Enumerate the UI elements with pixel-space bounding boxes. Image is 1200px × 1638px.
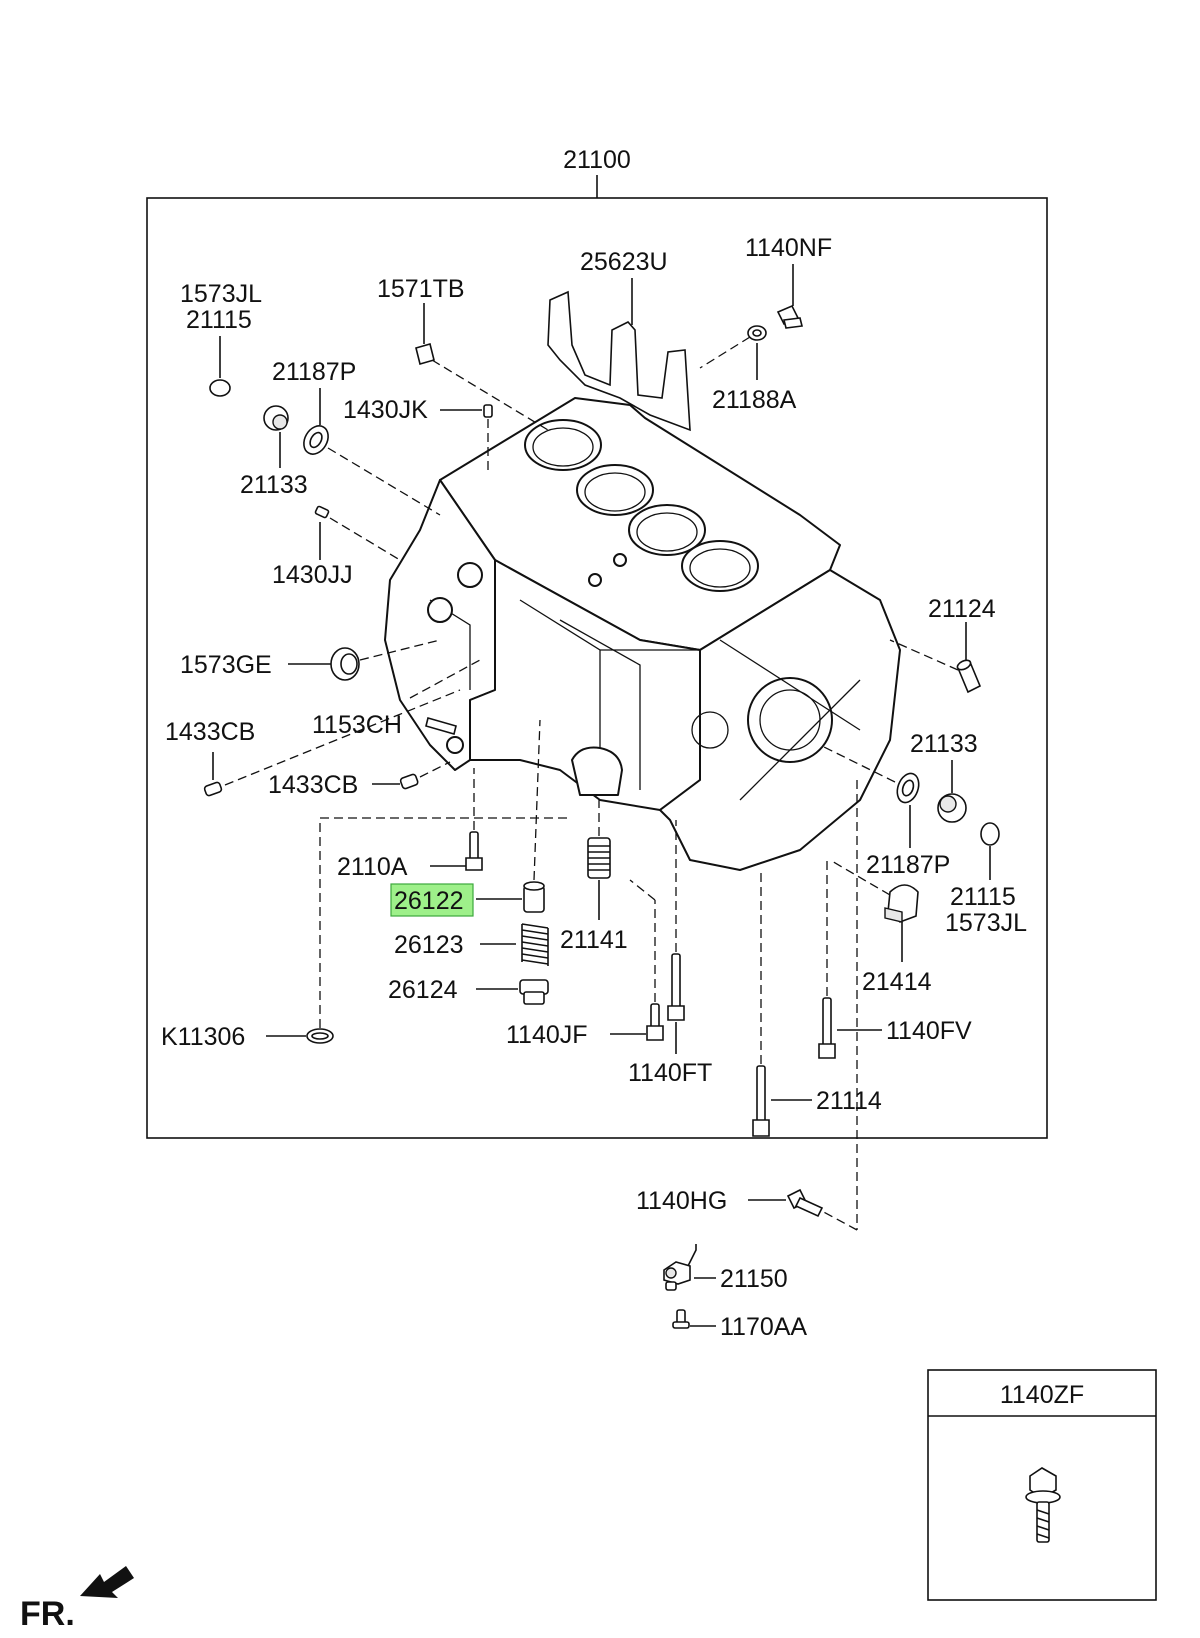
callout-1571TB[interactable]: 1571TB bbox=[377, 275, 465, 303]
bolt-1170AA-icon[interactable] bbox=[672, 1309, 690, 1329]
callout-1573JL-a[interactable]: 1573JL bbox=[180, 280, 262, 308]
dowel-1433CB-a-icon[interactable] bbox=[203, 781, 223, 797]
plug-1571TB-icon[interactable] bbox=[415, 343, 435, 365]
callout-1140JF[interactable]: 1140JF bbox=[506, 1021, 588, 1049]
plug-21115-b-icon[interactable] bbox=[980, 822, 1000, 846]
callout-1433CB-a[interactable]: 1433CB bbox=[165, 718, 255, 746]
callout-1170AA[interactable]: 1170AA bbox=[720, 1313, 807, 1341]
stud-1153CH-icon[interactable] bbox=[425, 717, 457, 735]
callout-21115-b[interactable]: 21115 bbox=[950, 883, 1016, 911]
callout-1433CB-b[interactable]: 1433CB bbox=[268, 771, 358, 799]
callout-21150[interactable]: 21150 bbox=[720, 1265, 788, 1293]
callout-1140HG[interactable]: 1140HG bbox=[636, 1187, 727, 1215]
cover-plate-25623U[interactable] bbox=[547, 290, 691, 432]
bolt-1140JF-icon[interactable] bbox=[646, 1003, 664, 1041]
plunger-26122-icon[interactable] bbox=[523, 881, 545, 913]
plug-21133-b-icon[interactable] bbox=[937, 793, 967, 823]
plug-21115-a-icon[interactable] bbox=[209, 379, 231, 397]
callout-21187P-a[interactable]: 21187P bbox=[272, 358, 356, 386]
callout-21141[interactable]: 21141 bbox=[560, 926, 628, 954]
callout-1153CH[interactable]: 1153CH bbox=[312, 711, 402, 739]
callout-21114[interactable]: 21114 bbox=[816, 1087, 882, 1115]
oring-K11306-icon[interactable] bbox=[306, 1028, 334, 1044]
dowel-21124-icon[interactable] bbox=[956, 658, 982, 694]
callout-21414[interactable]: 21414 bbox=[862, 968, 932, 996]
sensor-21150-icon[interactable] bbox=[663, 1244, 697, 1291]
main-part-label[interactable]: 21100 bbox=[563, 146, 631, 174]
front-direction-indicator: FR. bbox=[20, 1566, 134, 1633]
plug-21133-a-icon[interactable] bbox=[263, 405, 289, 431]
washer-21188A-icon[interactable] bbox=[747, 325, 767, 341]
callout-1573JL-b[interactable]: 1573JL bbox=[945, 909, 1027, 937]
callout-21124[interactable]: 21124 bbox=[928, 595, 996, 623]
bracket-21414-icon[interactable] bbox=[884, 884, 919, 923]
dowel-1430JK-icon[interactable] bbox=[483, 404, 493, 418]
callout-2110A[interactable]: 2110A bbox=[337, 853, 408, 881]
front-arrow-icon bbox=[80, 1566, 134, 1598]
callout-21115-a[interactable]: 21115 bbox=[186, 306, 252, 334]
bolt-1140FV-icon[interactable] bbox=[818, 997, 836, 1059]
plug-26124-icon[interactable] bbox=[519, 979, 549, 1005]
washer-21187P-b-icon[interactable] bbox=[893, 770, 922, 805]
bolt-2110A-icon[interactable] bbox=[465, 831, 483, 871]
front-label: FR. bbox=[20, 1595, 75, 1633]
inset-title[interactable]: 1140ZF bbox=[1000, 1381, 1084, 1409]
bolt-21114-icon[interactable] bbox=[752, 1065, 770, 1137]
callout-K11306[interactable]: K11306 bbox=[161, 1023, 245, 1051]
dowel-1430JJ-icon[interactable] bbox=[314, 505, 330, 519]
bolt-1140ZF-icon[interactable] bbox=[1025, 1467, 1061, 1543]
cylinder-block bbox=[384, 397, 901, 871]
highlight-26122 bbox=[390, 883, 474, 917]
callout-1573GE[interactable]: 1573GE bbox=[180, 651, 272, 679]
inset-1140ZF: 1140ZF bbox=[927, 1369, 1157, 1601]
washer-21187P-a-icon[interactable] bbox=[299, 422, 333, 459]
callout-21187P-b[interactable]: 21187P bbox=[866, 851, 950, 879]
bolt-1140FT-icon[interactable] bbox=[667, 953, 685, 1021]
callout-26122[interactable]: 26122 bbox=[394, 887, 464, 915]
callout-26124[interactable]: 26124 bbox=[388, 976, 458, 1004]
callout-21188A[interactable]: 21188A bbox=[712, 386, 797, 414]
callout-1140NF[interactable]: 1140NF bbox=[745, 234, 832, 262]
seal-1573GE-icon[interactable] bbox=[330, 647, 360, 681]
bolt-1140HG-icon[interactable] bbox=[786, 1188, 824, 1218]
callout-21133-a[interactable]: 21133 bbox=[240, 471, 308, 499]
fitting-21141-icon[interactable] bbox=[587, 837, 611, 879]
spring-26123-icon[interactable] bbox=[521, 923, 549, 966]
callout-26123[interactable]: 26123 bbox=[394, 931, 464, 959]
callout-1140FV[interactable]: 1140FV bbox=[886, 1017, 972, 1045]
bolt-1140NF-icon[interactable] bbox=[776, 304, 803, 329]
callout-1430JJ[interactable]: 1430JJ bbox=[272, 561, 353, 589]
dowel-1433CB-b-icon[interactable] bbox=[399, 773, 419, 790]
callout-25623U[interactable]: 25623U bbox=[580, 248, 668, 276]
callout-1430JK[interactable]: 1430JK bbox=[343, 396, 428, 424]
callout-1140FT[interactable]: 1140FT bbox=[628, 1059, 712, 1087]
callout-21133-b[interactable]: 21133 bbox=[910, 730, 978, 758]
